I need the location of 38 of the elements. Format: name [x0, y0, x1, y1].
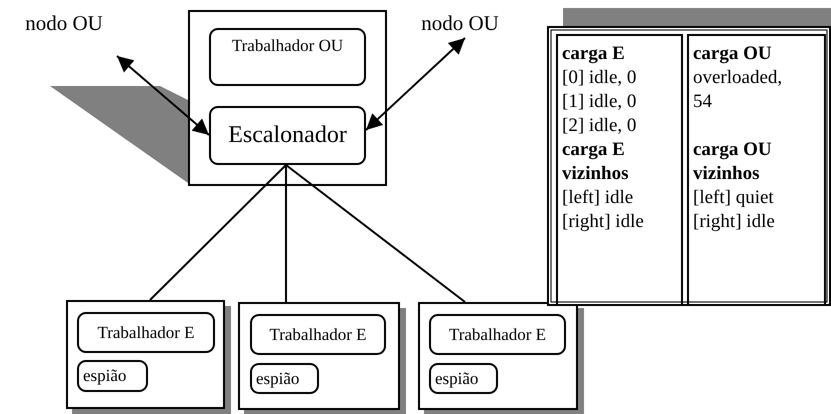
connector-line [285, 165, 287, 302]
status-column [687, 34, 826, 306]
box-label: Trabalhador E [269, 324, 367, 344]
double-arrow [365, 37, 466, 131]
column-heading: carga E [562, 42, 626, 66]
component-box [77, 312, 215, 353]
node-label: nodo OU [421, 10, 499, 36]
status-line: [right] idle [562, 210, 645, 234]
component-box [209, 28, 366, 86]
status-line: [left] quiet [693, 186, 775, 210]
status-line: [0] idle, 0 [562, 66, 638, 90]
status-column [556, 34, 683, 306]
double-arrow [116, 55, 210, 136]
column-heading: carga E vizinhos [562, 138, 630, 186]
box-label: espião [83, 366, 126, 386]
component-box [250, 363, 319, 394]
status-line: [2] idle, 0 [562, 114, 638, 138]
status-line: [left] idle [562, 186, 634, 210]
component-box [250, 314, 386, 355]
status-line: [1] idle, 0 [562, 90, 638, 114]
status-line: [right] idle [693, 210, 776, 234]
box-label: Trabalhador E [97, 322, 195, 342]
box-label: espião [435, 368, 478, 388]
component-box [209, 106, 366, 165]
component-box [429, 363, 498, 394]
box-label: espião [256, 368, 300, 388]
status-line: overloaded, 54 [693, 66, 784, 114]
node-label: nodo OU [25, 10, 103, 36]
connector-line [149, 164, 287, 301]
component-box [77, 360, 148, 392]
process-box [188, 10, 387, 186]
box-label: Escalonador [228, 122, 347, 149]
component-box [429, 314, 566, 355]
column-heading: carga OU [693, 42, 773, 66]
box-label: Trabalhador OU [232, 36, 344, 56]
column-heading: carga OU vizinhos [693, 138, 773, 186]
connector-line [285, 164, 466, 303]
box-label: Trabalhador E [448, 324, 546, 344]
